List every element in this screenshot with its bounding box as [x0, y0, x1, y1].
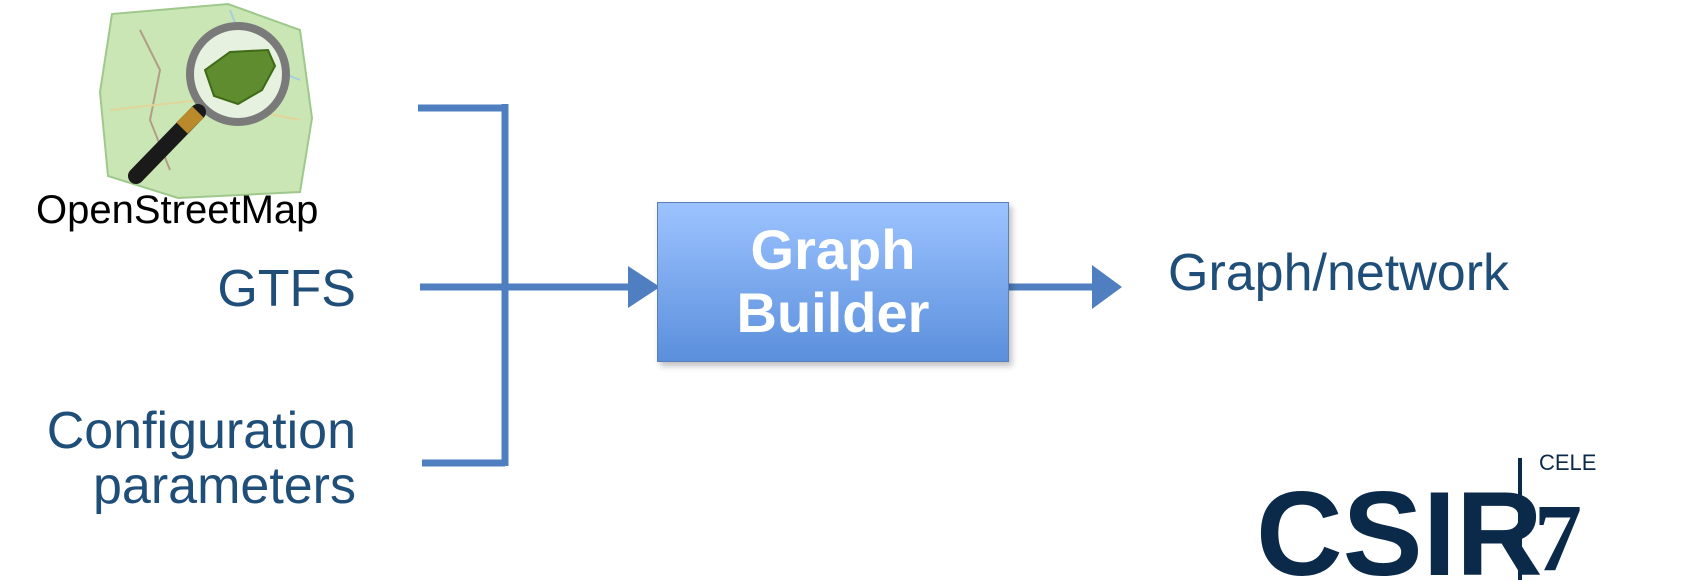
csir-badge-text: CELE — [1539, 450, 1596, 475]
gtfs-label: GTFS — [217, 260, 356, 318]
configuration-parameters-label: Configuration parameters — [47, 404, 356, 513]
output-arrowhead — [1092, 265, 1122, 309]
graph-network-label: Graph/network — [1168, 244, 1510, 302]
config-line-2: parameters — [93, 456, 356, 515]
csir-logo-graphic: CSIR CELE 7 — [1256, 450, 1596, 580]
builder-line-2: Builder — [736, 281, 930, 344]
input-arrowhead — [628, 266, 660, 308]
openstreetmap-label: OpenStreetMap — [36, 188, 319, 232]
openstreetmap-magnifier-icon — [98, 2, 314, 200]
config-line-1: Configuration — [46, 402, 356, 460]
builder-line-1: Graph — [750, 218, 916, 282]
csir-logo: CSIR CELE 7 — [1256, 430, 1692, 580]
csir-badge-number: 7 — [1534, 484, 1582, 580]
graph-builder-box: Graph Builder — [657, 202, 1009, 362]
csir-wordmark: CSIR — [1256, 467, 1543, 580]
